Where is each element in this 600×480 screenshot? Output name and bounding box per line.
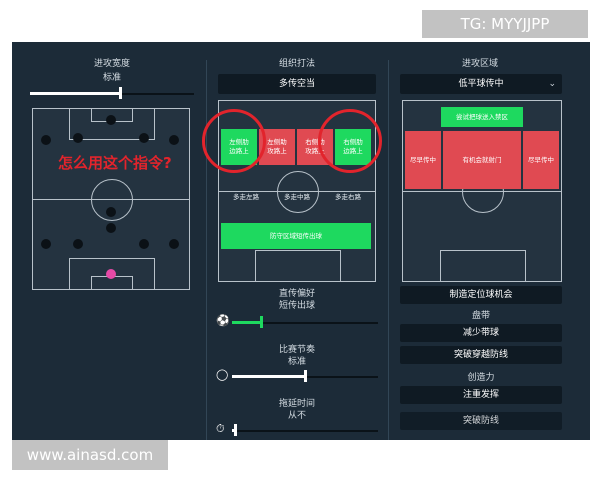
player-marker[interactable] bbox=[106, 207, 116, 217]
player-marker[interactable] bbox=[73, 239, 83, 249]
passing-slider-handle[interactable] bbox=[260, 316, 263, 328]
passing-slider-fill bbox=[232, 321, 261, 324]
centre-circle bbox=[277, 171, 319, 213]
attacking-width-header: 进攻宽度 bbox=[93, 59, 130, 69]
zone-shoot[interactable]: 有机会就射门 bbox=[443, 131, 521, 189]
tempo-slider-fill bbox=[232, 375, 305, 378]
passing-title: 直传偏好 bbox=[278, 289, 315, 299]
chevron-down-icon: ⌄ bbox=[548, 79, 556, 89]
player-marker[interactable] bbox=[106, 115, 116, 125]
column-divider bbox=[206, 60, 207, 440]
annotation-circle-right bbox=[318, 109, 382, 173]
player-marker[interactable] bbox=[139, 133, 149, 143]
zone-bottom[interactable]: 防守区域短传出球 bbox=[221, 223, 371, 249]
tactics-screen: 进攻宽度 标准 怎么用这个指令? 组织打法 多传空当 左侧肋 边路上 左侧助 攻… bbox=[12, 42, 590, 440]
left-pitch bbox=[32, 108, 190, 290]
watermark-top: TG: MYYJJPP bbox=[422, 10, 588, 38]
stopwatch-icon: ⏱ bbox=[216, 422, 225, 435]
dribbling-label: 盘带 bbox=[471, 311, 490, 321]
build-up-header: 组织打法 bbox=[278, 59, 315, 69]
player-marker[interactable] bbox=[41, 239, 51, 249]
passing-value: 短传出球 bbox=[278, 301, 315, 311]
goalkeeper-marker[interactable] bbox=[106, 269, 116, 279]
set-piece-button[interactable]: 制造定位球机会 bbox=[400, 286, 562, 304]
tempo-icon: ◯ bbox=[216, 368, 229, 381]
passing-slider-track[interactable] bbox=[232, 322, 378, 324]
run-at-defence-button[interactable]: 突破穿越防线 bbox=[400, 346, 562, 364]
attacking-area-dropdown[interactable]: 低平球传中 ⌄ bbox=[400, 74, 562, 94]
column-divider bbox=[388, 60, 389, 440]
build-up-dropdown-value: 多传空当 bbox=[278, 79, 315, 89]
annotation-question: 怎么用这个指令? bbox=[58, 154, 172, 172]
width-slider-fill bbox=[30, 92, 120, 95]
player-marker[interactable] bbox=[169, 239, 179, 249]
time-wasting-slider-fill bbox=[232, 429, 235, 432]
attacking-width-value: 标准 bbox=[102, 73, 121, 83]
bottom-penalty-box bbox=[255, 250, 341, 282]
build-up-dropdown[interactable]: 多传空当 bbox=[218, 74, 376, 94]
player-marker[interactable] bbox=[169, 135, 179, 145]
zone-cross-left[interactable]: 尽早传中 bbox=[405, 131, 441, 189]
player-marker[interactable] bbox=[106, 223, 116, 233]
player-marker[interactable] bbox=[73, 133, 83, 143]
watermark-bottom: www.ainasd.com bbox=[12, 440, 168, 470]
express-button[interactable]: 注重发挥 bbox=[400, 386, 562, 404]
attacking-area-header: 进攻区域 bbox=[461, 59, 498, 69]
player-marker[interactable] bbox=[139, 239, 149, 249]
bottom-penalty-box bbox=[440, 250, 526, 282]
tempo-value: 标准 bbox=[287, 357, 306, 367]
annotation-circle-left bbox=[202, 109, 266, 173]
time-wasting-title: 拖延时间 bbox=[278, 399, 315, 409]
break-lines-button[interactable]: 突破防线 bbox=[400, 412, 562, 430]
tempo-slider-handle[interactable] bbox=[304, 370, 307, 382]
centre-circle bbox=[91, 179, 133, 221]
ball-icon: ⚽ bbox=[216, 314, 230, 327]
tempo-title: 比赛节奏 bbox=[278, 345, 315, 355]
time-wasting-value: 从不 bbox=[287, 411, 306, 421]
creativity-label: 创造力 bbox=[467, 373, 495, 383]
zone-cross-right[interactable]: 尽早传中 bbox=[523, 131, 559, 189]
width-slider-handle[interactable] bbox=[119, 87, 122, 99]
attacking-area-dropdown-value: 低平球传中 bbox=[458, 79, 504, 89]
time-wasting-slider-track[interactable] bbox=[232, 430, 378, 432]
player-marker[interactable] bbox=[41, 135, 51, 145]
zone-mid-left[interactable]: 多走左路 bbox=[233, 193, 259, 201]
zone-mid-right[interactable]: 多走右路 bbox=[335, 193, 361, 201]
time-wasting-slider-handle[interactable] bbox=[234, 424, 237, 436]
attacking-pitch: 尝试把球送入禁区 尽早传中 有机会就射门 尽早传中 bbox=[402, 100, 562, 282]
dribble-less-button[interactable]: 减少带球 bbox=[400, 324, 562, 342]
zone-into-box[interactable]: 尝试把球送入禁区 bbox=[441, 107, 523, 127]
zone-mid-center[interactable]: 多走中路 bbox=[284, 193, 310, 201]
